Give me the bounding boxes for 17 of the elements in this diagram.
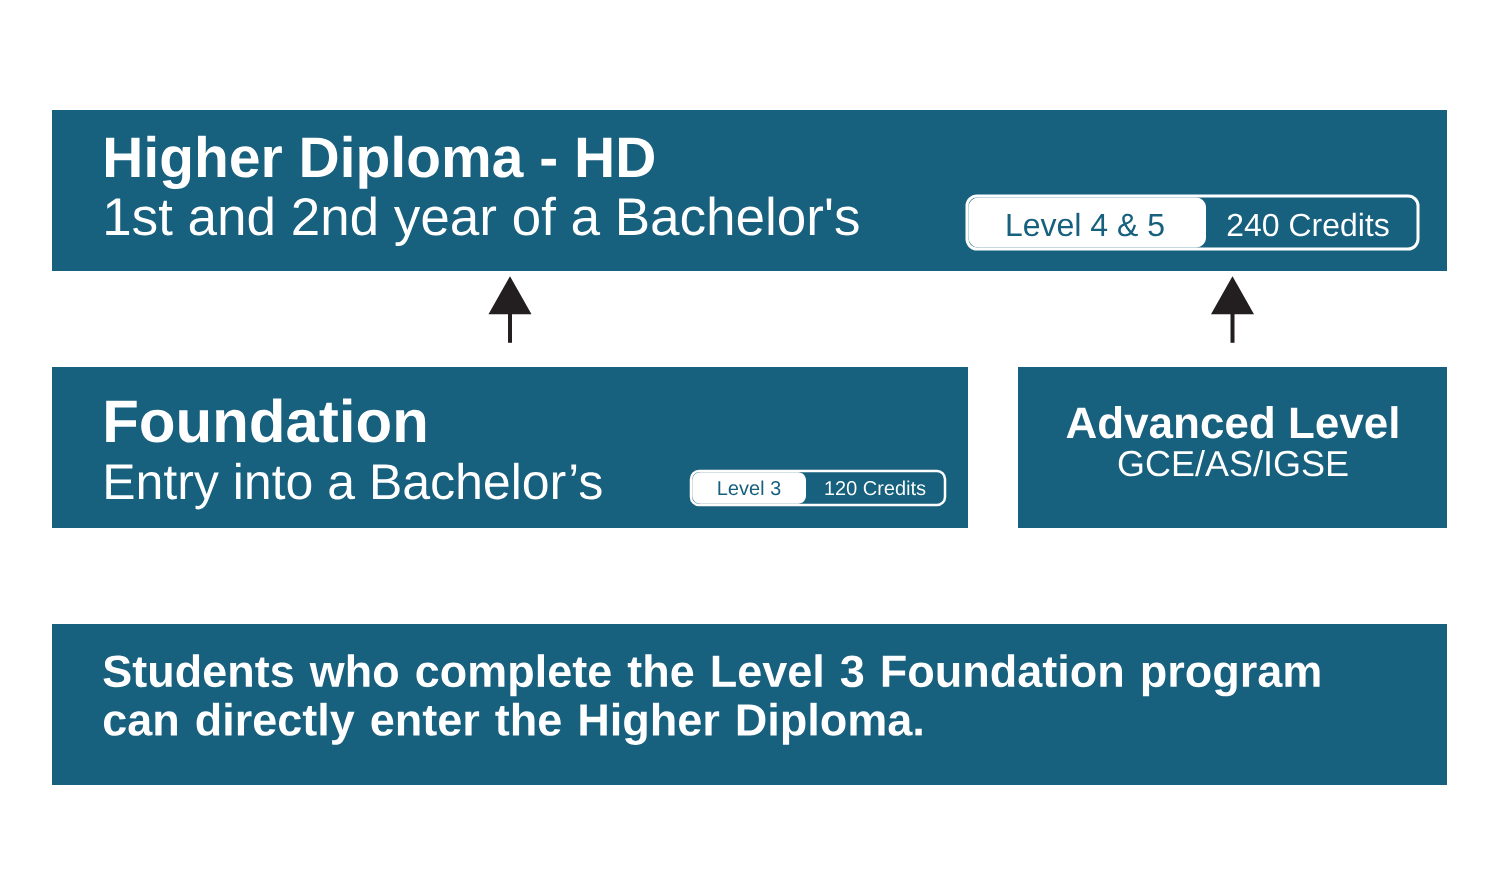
badge-text: Level 4 & 5 <box>968 197 1206 248</box>
program-box <box>52 624 1447 785</box>
pill-badge <box>689 469 947 507</box>
note-text: Students who complete the Level 3 Foundation program can directly enter the Higher Diploma. <box>103 654 1320 745</box>
badge-text: 120 Credits <box>825 480 926 496</box>
box-subtitle: GCE/AS/IGSE <box>1118 449 1348 477</box>
box-subtitle: 1st and 2nd year of a Bachelor's <box>106 196 859 246</box>
program-box <box>52 367 968 528</box>
box-heading: Foundation <box>106 398 426 443</box>
box-heading: Advanced Level <box>1066 406 1398 439</box>
box-heading: Higher Diploma - HD <box>106 135 654 190</box>
badge-text: 240 Credits <box>1227 212 1389 237</box>
badge-text: Level 3 <box>692 472 806 504</box>
pill-badge <box>965 194 1420 251</box>
box-subtitle: Entry into a Bachelor’s <box>106 462 602 510</box>
program-box <box>1018 367 1447 528</box>
program-box <box>52 110 1447 271</box>
